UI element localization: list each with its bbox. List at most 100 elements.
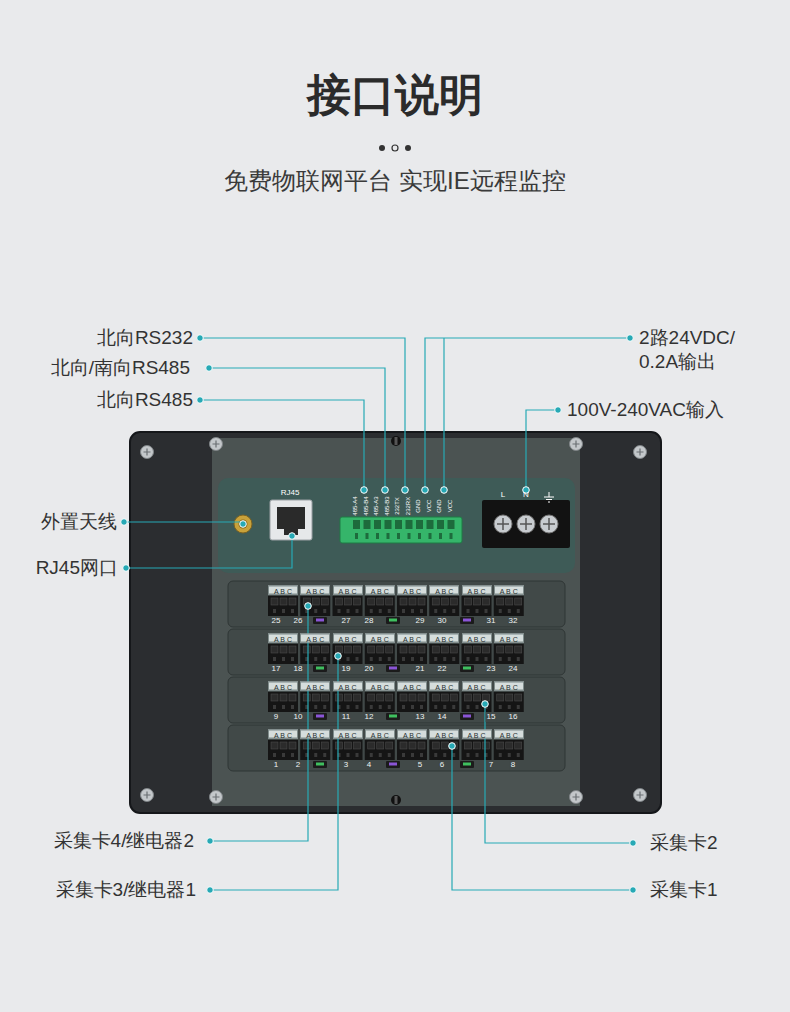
pin-hole <box>323 657 326 661</box>
screw-head <box>210 438 223 451</box>
terminal-pin <box>418 533 421 539</box>
terminal-header: A B C <box>333 633 363 642</box>
pin-hole <box>508 609 511 613</box>
pin-hole <box>388 609 391 613</box>
terminal-number: 3 <box>343 760 349 770</box>
hole <box>391 795 401 805</box>
indicator-chip <box>313 665 327 672</box>
pin-hole <box>379 705 382 709</box>
collector-row <box>228 677 565 723</box>
port-label: RJ45 <box>281 488 300 498</box>
terminal-number: 32 <box>508 616 519 626</box>
leader-line <box>126 536 292 568</box>
panel-screw <box>634 789 647 802</box>
screw-head <box>141 446 154 459</box>
screw-cross <box>144 792 151 799</box>
pin-hole <box>443 657 446 661</box>
pin-slot <box>418 742 425 749</box>
terminal-number: 24 <box>508 664 519 674</box>
pin-block <box>462 644 492 664</box>
pin-name: VCC <box>447 500 455 513</box>
terminal-slot <box>374 520 381 529</box>
terminal-number: 7 <box>488 760 494 770</box>
dot <box>379 145 385 151</box>
pin-slot <box>418 598 425 605</box>
pin-slot <box>432 694 439 701</box>
leader-lines <box>124 338 633 890</box>
terminal-header: A B C <box>333 681 363 690</box>
signal-terminal-slots <box>353 520 455 539</box>
leader-dot <box>630 887 637 894</box>
leader-dot <box>361 487 368 494</box>
terminal-number: 18 <box>293 664 304 674</box>
pin-hole <box>443 705 446 709</box>
indicator-chip <box>460 665 474 672</box>
pin-slot <box>400 742 407 749</box>
pin-hole <box>517 609 520 613</box>
terminal-pin <box>429 533 432 539</box>
pin-slot <box>289 694 296 701</box>
pin-hole <box>314 753 317 757</box>
leader-dot <box>402 487 409 494</box>
pin-hole <box>347 609 350 613</box>
pin-slot <box>368 742 375 749</box>
pin-hole <box>434 609 437 613</box>
pin-hole <box>282 705 285 709</box>
terminal-header: A B C <box>333 585 363 594</box>
pin-slot <box>289 742 296 749</box>
pin-hole <box>291 609 294 613</box>
pin-hole <box>356 657 359 661</box>
dot <box>392 145 398 151</box>
pin-slot <box>506 694 513 701</box>
pin-slot <box>450 646 457 653</box>
pin-name: 485-A3 <box>373 496 381 515</box>
pin-hole <box>434 705 437 709</box>
pin-hole <box>291 657 294 661</box>
leader-dot <box>121 519 128 526</box>
terminal-header: A B C <box>268 633 298 642</box>
title-dots <box>379 145 411 151</box>
pin-hole <box>370 753 373 757</box>
indicator-chip <box>386 761 400 768</box>
pin-slot <box>474 742 481 749</box>
pin-slot <box>515 742 522 749</box>
leader-line <box>200 400 364 490</box>
collector-row <box>228 725 565 771</box>
pin-slot <box>418 694 425 701</box>
pin-slot <box>377 646 384 653</box>
leader-dot <box>482 701 489 708</box>
collector-rows <box>228 581 565 771</box>
terminal-number: 25 <box>271 616 282 626</box>
screw-cross <box>637 449 644 456</box>
terminal-header: A B C <box>462 729 492 738</box>
indicator-chip <box>460 761 474 768</box>
screw-cross <box>520 518 532 530</box>
leader-dot <box>206 365 213 372</box>
terminal-slot <box>448 520 455 529</box>
leader-line <box>210 606 308 841</box>
indicator-chip <box>313 761 327 768</box>
pin-hole <box>370 609 373 613</box>
indicator-chip <box>460 713 474 720</box>
pin-slot <box>515 646 522 653</box>
pin-block <box>494 596 524 616</box>
terminal-slot <box>385 520 392 529</box>
pin-slot <box>280 598 287 605</box>
terminal-number: 22 <box>437 664 448 674</box>
terminal-number: 30 <box>437 616 448 626</box>
pin-slot <box>336 694 343 701</box>
terminal-header: A B C <box>397 681 427 690</box>
pin-name: L <box>501 490 505 500</box>
pin-slot <box>303 694 310 701</box>
screw-head <box>210 791 223 804</box>
pin-slot <box>271 646 278 653</box>
pin-block <box>333 740 363 760</box>
pin-hole <box>499 609 502 613</box>
pin-block <box>365 692 395 712</box>
terminal-slot <box>406 520 413 529</box>
pin-hole <box>402 753 405 757</box>
antenna-core <box>239 520 248 529</box>
leader-line <box>209 368 385 490</box>
leader-line <box>443 338 444 490</box>
terminal-pin <box>376 533 379 539</box>
